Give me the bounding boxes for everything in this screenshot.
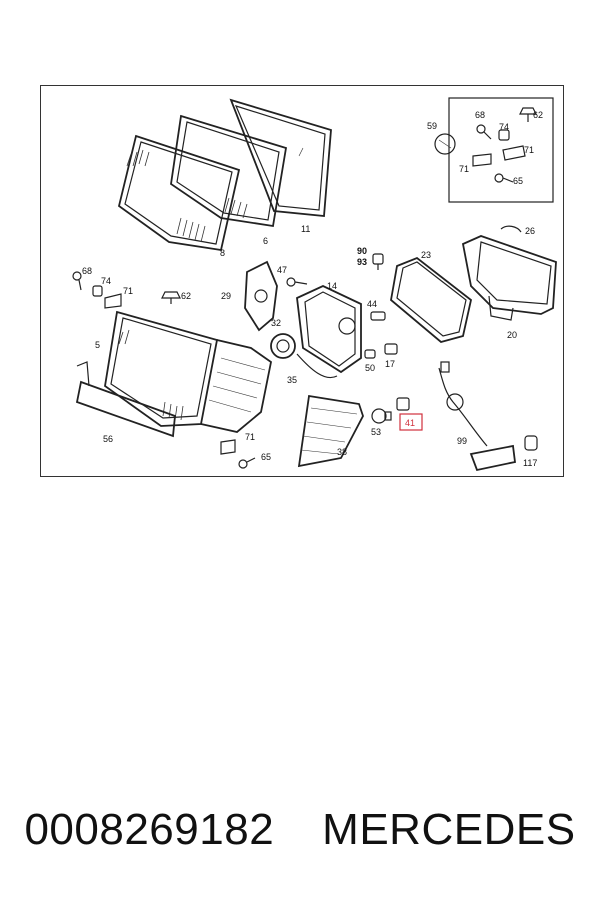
part-caption: 0008269182 MERCEDES (0, 800, 600, 860)
callout-74-inset: 74 (499, 122, 509, 132)
socket-17 (384, 343, 398, 355)
callout-14: 14 (327, 281, 337, 291)
callout-74: 74 (101, 276, 111, 286)
left-bracket-clip-icon (104, 293, 122, 309)
lamp-gasket-23 (390, 256, 473, 343)
highlight-box-41 (399, 413, 423, 431)
callout-71-inset-right: 71 (524, 145, 534, 155)
callout-47: 47 (277, 265, 287, 275)
callout-8: 8 (220, 248, 225, 258)
callout-68-inset: 68 (475, 110, 485, 120)
side-marker-lamp-117 (469, 435, 538, 472)
bulb-53 (371, 408, 392, 424)
wiring-harness-99 (438, 361, 488, 447)
callout-65: 65 (261, 452, 271, 462)
fastener-kit-inset (448, 97, 554, 203)
expansion-rivet-icon (519, 107, 537, 122)
bracket-clip-icon (472, 145, 526, 167)
callout-50: 50 (365, 363, 375, 373)
callout-99: 99 (457, 436, 467, 446)
callout-41-highlighted: 41 (405, 418, 415, 428)
mounting-strip-56 (75, 361, 176, 438)
callout-32: 32 (271, 318, 281, 328)
callout-117: 117 (523, 458, 537, 468)
callout-17: 17 (385, 359, 395, 369)
bulb-socket-90-93 (372, 253, 384, 270)
bulb-holder-41 (396, 397, 410, 411)
wire-clip-26 (500, 225, 522, 233)
headlamp-body-14 (296, 285, 362, 374)
callout-5: 5 (95, 340, 100, 350)
bolt-icon (494, 173, 514, 183)
screw-icon (476, 124, 492, 140)
headlamp-frame-11 (229, 98, 332, 217)
callout-59: 59 (427, 121, 437, 131)
main-headlamp-5 (104, 310, 272, 433)
left-rivet-icon (161, 291, 181, 304)
callout-6: 6 (263, 236, 268, 246)
clip-nut-icon (498, 129, 510, 141)
callout-62-inset: 62 (533, 110, 543, 120)
left-screw-icon (72, 271, 82, 291)
wire-35 (296, 353, 338, 379)
adjuster-screw-47 (286, 277, 308, 287)
lower-bolt-65 (238, 457, 256, 469)
callout-11: 11 (301, 224, 310, 234)
reflector-disc-29 (244, 260, 278, 332)
callout-93: 93 (357, 257, 367, 267)
adjuster-disc-icon (434, 133, 456, 155)
callout-35: 35 (287, 375, 297, 385)
callout-65-inset: 65 (513, 176, 523, 186)
left-clip-nut-icon (92, 285, 103, 297)
callout-71-inset-left: 71 (459, 164, 469, 174)
level-motor-32 (270, 333, 296, 359)
lower-bracket-71 (220, 439, 236, 455)
parts-diagram-frame: 8 6 11 59 68 74 62 71 71 65 90 93 23 26 … (40, 85, 564, 477)
lamp-housing-20 (461, 235, 557, 321)
callout-20: 20 (507, 330, 517, 340)
callout-68: 68 (82, 266, 92, 276)
callout-29: 29 (221, 291, 231, 301)
turn-signal-lens-38 (297, 394, 364, 468)
bulb-44 (370, 311, 386, 321)
callout-71-bottom: 71 (245, 432, 255, 442)
callout-53: 53 (371, 427, 381, 437)
callout-62: 62 (181, 291, 191, 301)
callout-56: 56 (103, 434, 113, 444)
bulb-50 (364, 349, 376, 359)
callout-38: 38 (337, 447, 347, 457)
headlamp-reflector-6 (170, 114, 288, 228)
brand-name: MERCEDES (322, 805, 576, 854)
callout-26: 26 (525, 226, 535, 236)
callout-23: 23 (421, 250, 431, 260)
callout-44: 44 (367, 299, 377, 309)
exploded-parts-diagram: 8 6 11 59 68 74 62 71 71 65 90 93 23 26 … (72, 97, 557, 472)
headlamp-lens-8 (117, 134, 241, 252)
part-number: 0008269182 (24, 805, 275, 854)
callout-90: 90 (357, 246, 367, 256)
callout-71-left: 71 (123, 286, 133, 296)
